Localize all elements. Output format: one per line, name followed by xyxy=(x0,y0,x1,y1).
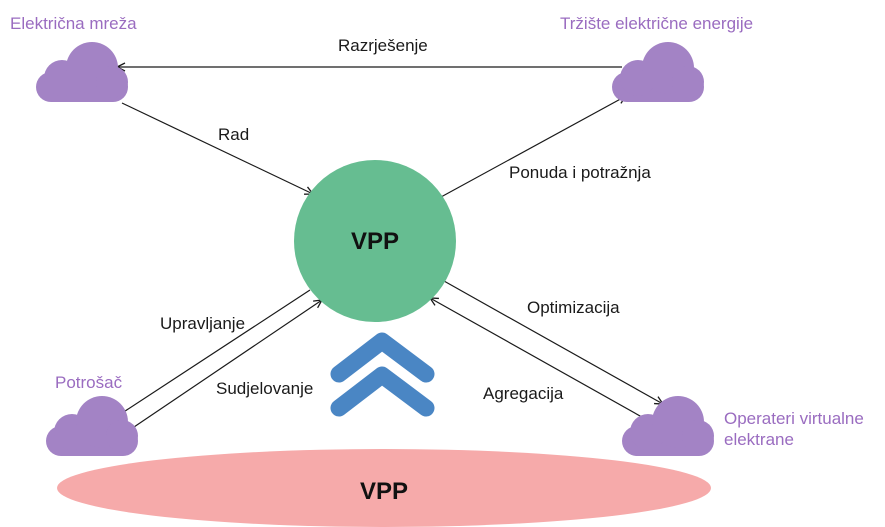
edge-label-participation: Sudjelovanje xyxy=(216,379,314,398)
node-label-consumer: Potrošač xyxy=(55,373,123,392)
vpp-circle xyxy=(294,160,456,322)
node-label-market: Tržište električne energije xyxy=(560,14,754,33)
cloud-icon xyxy=(36,42,128,102)
edge-label-management: Upravljanje xyxy=(160,314,246,333)
arrow-operation xyxy=(121,102,313,194)
cloud-icon xyxy=(622,396,714,456)
node-label-operators-line1: Operateri virtualne xyxy=(724,409,864,428)
edge-label-optimization: Optimizacija xyxy=(527,298,620,317)
vpp-base-label: VPP xyxy=(359,478,409,505)
edge-label-aggregation: Agregacija xyxy=(483,384,564,403)
node-label-operators-line2: elektrane xyxy=(724,430,794,449)
arrow-aggregation xyxy=(430,298,650,422)
vpp-center-label: VPP xyxy=(350,228,400,255)
vpp-base-ellipse xyxy=(57,449,711,527)
cloud-icon xyxy=(612,42,704,102)
arrow-management xyxy=(116,289,311,417)
edge-label-supply-demand: Ponuda i potražnja xyxy=(509,163,651,182)
node-label-operators: Operateri virtualne elektrane xyxy=(724,408,864,450)
arrow-optimization xyxy=(443,280,663,404)
arrow-supply-demand xyxy=(440,96,626,198)
arrow-participation xyxy=(133,300,322,428)
node-label-grid: Električna mreža xyxy=(10,14,137,33)
edge-label-settlement: Razrješenje xyxy=(338,36,428,55)
cloud-icon xyxy=(46,396,138,456)
edge-label-operation: Rad xyxy=(218,125,250,144)
double-chevron-up-icon xyxy=(330,332,435,417)
